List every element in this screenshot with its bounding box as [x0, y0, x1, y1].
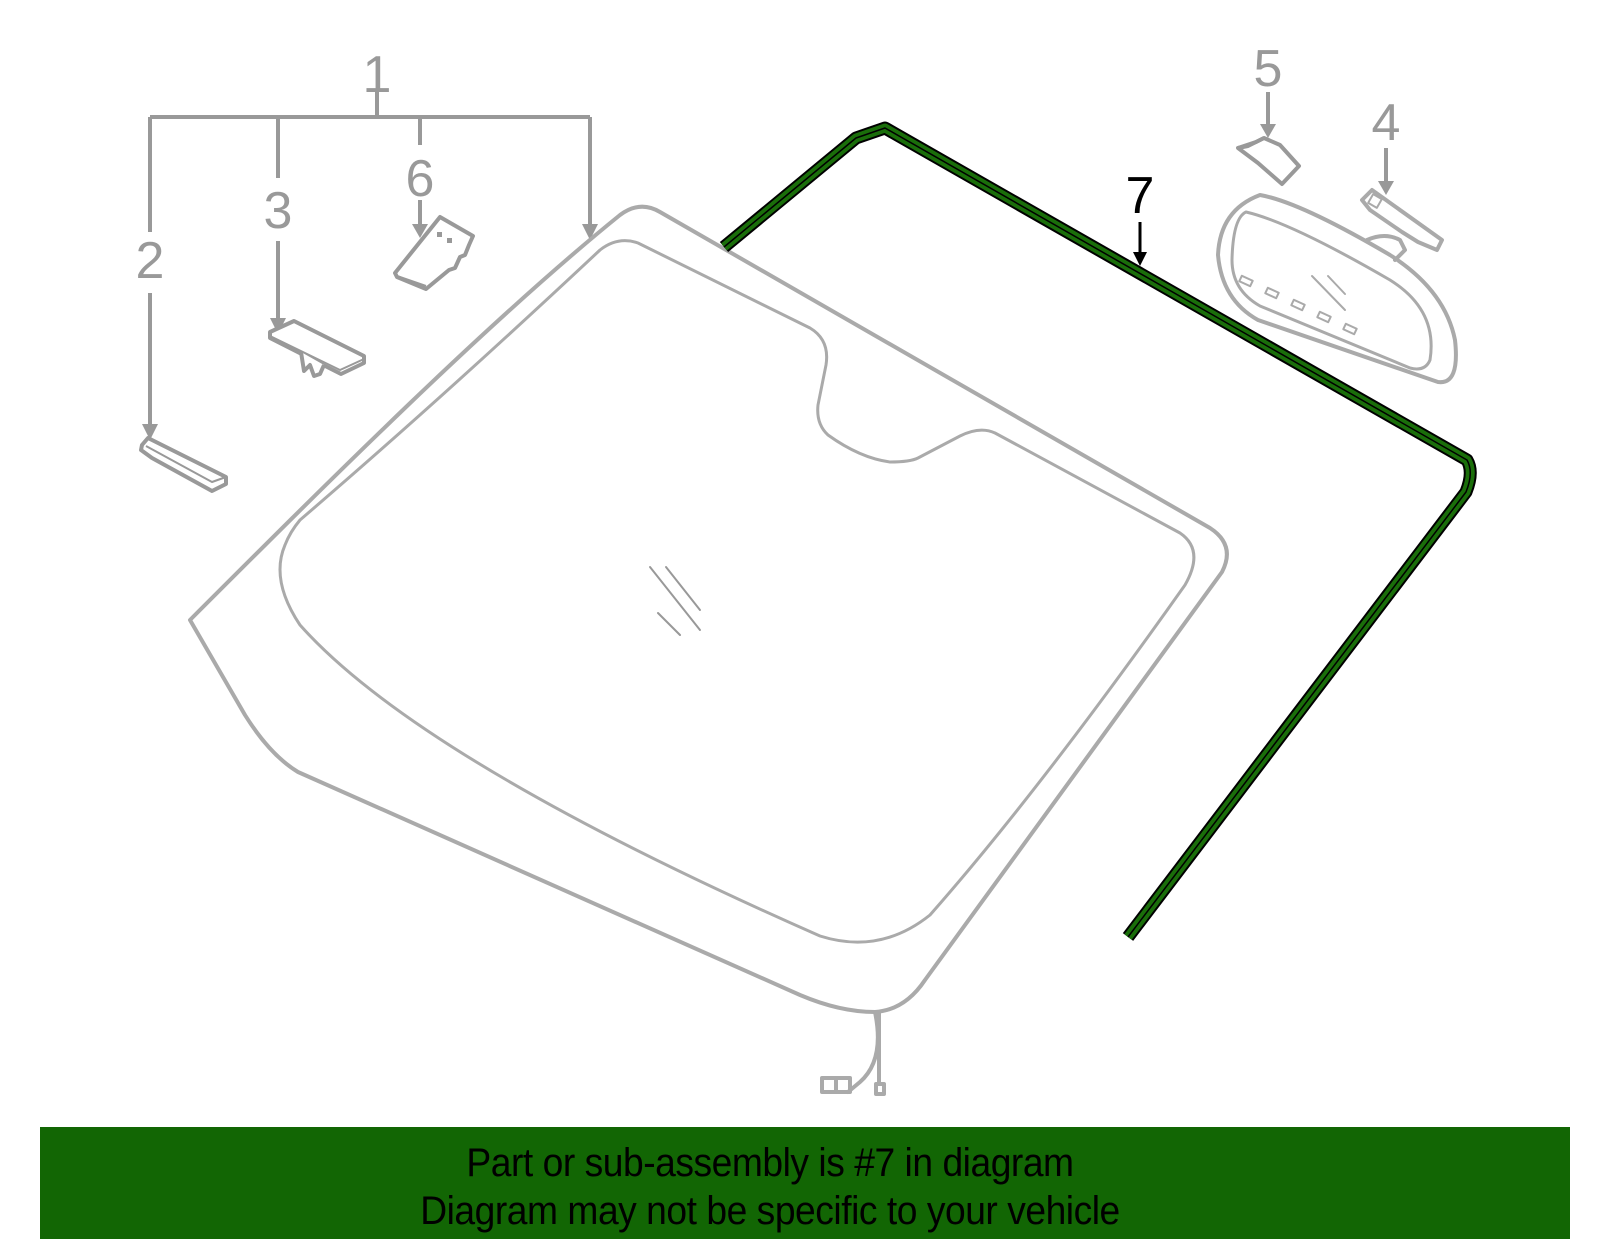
- banner-line-part-number: Part or sub-assembly is #7 in diagram: [466, 1141, 1074, 1185]
- part-3-bracket-icon: [268, 319, 366, 378]
- windshield-glass: [188, 204, 1229, 1096]
- rearview-mirror-icon: [1216, 188, 1458, 385]
- callout-7-arrow: [1133, 222, 1147, 266]
- callout-5: 5: [1254, 40, 1283, 98]
- callout-5-arrow: [1260, 92, 1276, 138]
- callout-2-arrow: [142, 293, 158, 440]
- callout-4-arrow: [1378, 148, 1394, 195]
- callout-7: 7: [1126, 167, 1155, 225]
- callout-2: 2: [136, 232, 165, 290]
- callout-6: 6: [406, 150, 435, 208]
- callout-1: 1: [363, 46, 392, 104]
- banner-line-disclaimer: Diagram may not be specific to your vehi…: [420, 1189, 1120, 1233]
- callout-4: 4: [1372, 94, 1401, 152]
- callout-6-arrow: [412, 200, 428, 238]
- part-6-sensor-bracket-icon: [393, 215, 475, 291]
- callout-3: 3: [264, 182, 293, 240]
- part-info-banner: Part or sub-assembly is #7 in diagram Di…: [40, 1127, 1570, 1239]
- part-5-sensor-cover-icon: [1236, 136, 1301, 186]
- callout-3-arrow: [270, 241, 286, 334]
- callout-1-leader: [148, 92, 598, 240]
- part-2-clip-icon: [139, 436, 228, 493]
- part-7-windshield-molding: [719, 121, 1477, 941]
